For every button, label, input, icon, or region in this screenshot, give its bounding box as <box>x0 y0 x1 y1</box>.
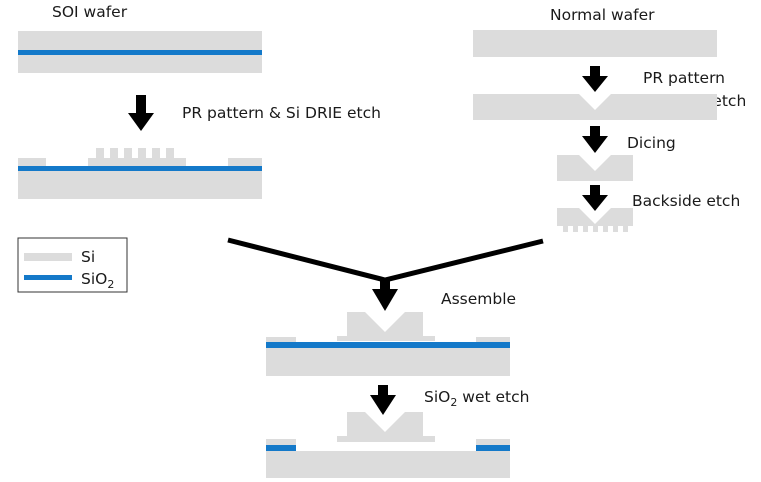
sio2-wet-etch-suffix: wet etch <box>457 388 529 406</box>
assemble-arrow <box>372 280 398 311</box>
normal-process-arrow-2 <box>582 126 608 153</box>
legend-sio2-subscript: 2 <box>107 278 114 291</box>
backside-etched-chip <box>557 208 633 232</box>
legend-sio2-label: SiO2 <box>81 270 114 291</box>
backside-etch-label: Backside etch <box>632 192 740 210</box>
dicing-label: Dicing <box>627 134 676 152</box>
diced-chip <box>557 155 633 181</box>
normal-wafer-patterned <box>473 94 717 120</box>
released-structure <box>266 412 510 478</box>
sio2-wet-etch-prefix: SiO <box>424 388 450 406</box>
assemble-label: Assemble <box>441 290 516 308</box>
soi-process-arrow <box>128 95 154 131</box>
merge-lines <box>227 237 544 283</box>
normal-process-arrow-3 <box>582 185 608 211</box>
soi-step-label: PR pattern & Si DRIE etch <box>182 104 381 122</box>
legend-sio2-swatch <box>24 275 72 280</box>
soi-wafer-title: SOI wafer <box>52 3 128 21</box>
legend-si-label: Si <box>81 248 95 266</box>
final-etch-arrow <box>370 385 396 415</box>
sio2-wet-etch-label: SiO2 wet etch <box>424 388 529 409</box>
normal-step-label-line1: PR pattern <box>643 69 725 87</box>
legend-si-swatch <box>24 253 72 261</box>
normal-wafer-title: Normal wafer <box>550 6 655 24</box>
soi-wafer-etched <box>18 148 262 199</box>
normal-wafer-initial <box>473 30 717 57</box>
legend: Si SiO2 <box>17 237 128 293</box>
legend-sio2-prefix: SiO <box>81 270 107 288</box>
soi-wafer-initial <box>18 31 262 73</box>
assembled-stack <box>266 312 510 376</box>
normal-process-arrow-1 <box>582 66 608 92</box>
sio2-wet-etch-subscript: 2 <box>450 396 457 409</box>
